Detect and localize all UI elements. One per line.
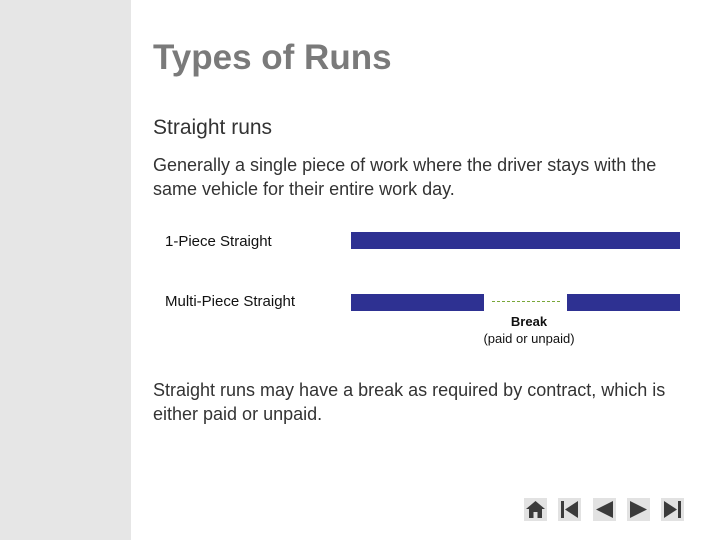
one-piece-work-bar [351, 232, 680, 249]
break-paid-note: (paid or unpaid) [483, 331, 575, 346]
next-slide-icon [627, 498, 650, 521]
multi-piece-work-bar-second [567, 294, 680, 311]
multi-piece-straight-label: Multi-Piece Straight [165, 293, 296, 310]
break-dashed-line [492, 301, 560, 302]
last-slide-button[interactable] [661, 498, 684, 521]
first-slide-button[interactable] [558, 498, 581, 521]
slide-title: Types of Runs [153, 38, 392, 77]
home-button[interactable] [524, 498, 547, 521]
last-slide-icon [661, 498, 684, 521]
next-slide-button[interactable] [627, 498, 650, 521]
multi-piece-work-bar-first [351, 294, 484, 311]
break-label: Break [510, 314, 548, 329]
closing-paragraph: Straight runs may have a break as requir… [153, 380, 666, 424]
previous-slide-button[interactable] [593, 498, 616, 521]
left-sidebar-panel [0, 0, 131, 540]
previous-slide-icon [593, 498, 616, 521]
intro-paragraph: Generally a single piece of work where t… [153, 155, 657, 199]
first-slide-icon [558, 498, 581, 521]
one-piece-straight-label: 1-Piece Straight [165, 233, 272, 250]
section-heading: Straight runs [153, 116, 273, 139]
home-icon [524, 498, 547, 521]
